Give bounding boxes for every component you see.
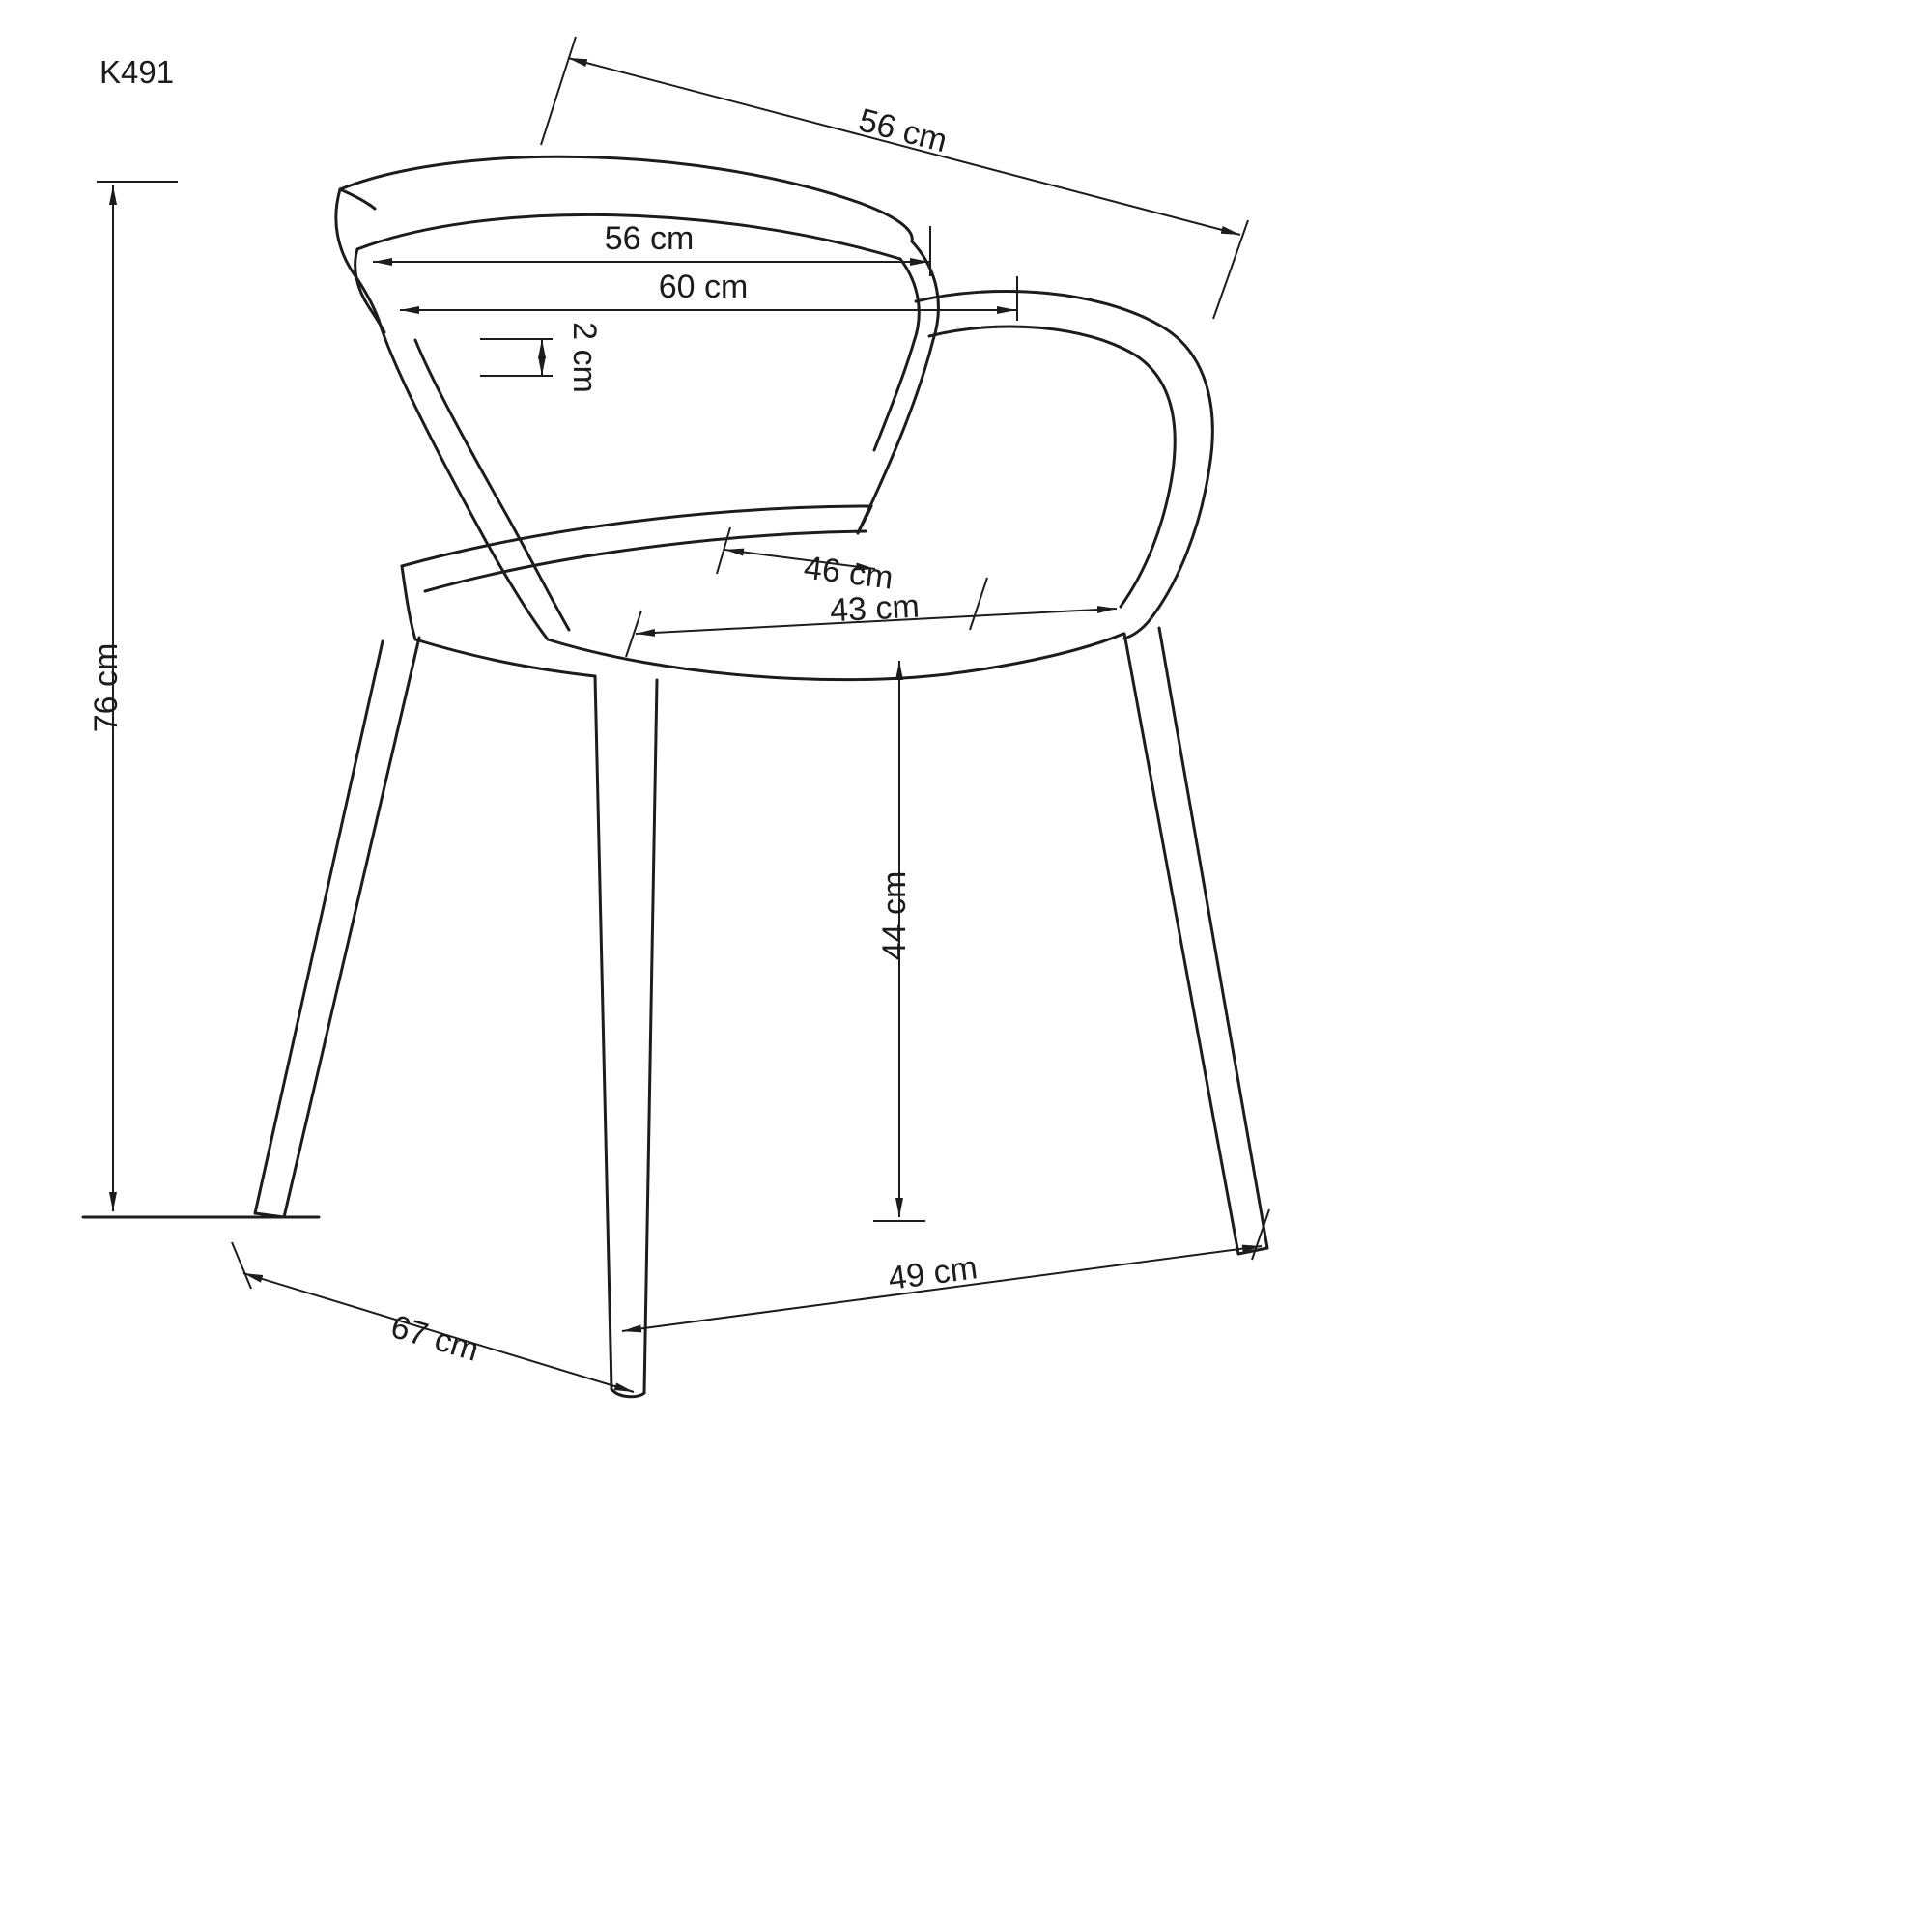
chair-front-leg-left (593, 674, 613, 1391)
dim-extension-right (1212, 219, 1249, 320)
dim-seat-height: 44 cm (873, 661, 925, 1222)
dim-label-overall-width: 60 cm (659, 269, 749, 305)
dim-extension-right (969, 577, 988, 631)
dim-line (621, 1244, 1263, 1333)
dim-overall-height: 76 cm (88, 181, 178, 1211)
chair-backrest-right-edge (856, 240, 940, 535)
chair-seat-underside (413, 638, 597, 678)
dim-extension-left (231, 1241, 252, 1290)
chair-left-armrest-outer (377, 318, 550, 641)
chair-right-leg-inner (1157, 626, 1269, 1250)
dim-label-seat-width: 43 cm (829, 588, 920, 630)
dim-base-depth: 67 cm (231, 1241, 635, 1393)
chair-seat-front-edge (546, 632, 1125, 682)
dim-backrest-width: 56 cm (373, 220, 931, 276)
chair-left-leg-outer (253, 639, 384, 1215)
dim-base-width: 49 cm (621, 1208, 1270, 1333)
chair-seat-left-edge (400, 564, 417, 641)
dim-label-overall-height: 76 cm (88, 643, 125, 733)
chair-backrest-left-edge (334, 187, 381, 322)
dim-extension-left (716, 526, 731, 575)
dim-line (635, 606, 1118, 637)
dim-label-base-width: 49 cm (886, 1249, 980, 1297)
chair-backrest-tip-fold (338, 187, 377, 211)
dimension-annotations: 56 cm 56 cm 60 cm 2 cm 76 cm (88, 36, 1270, 1393)
chair-outline (81, 155, 1269, 1399)
chair-right-armrest-inner (927, 325, 1177, 609)
chair-right-armrest-outer (914, 289, 1214, 640)
chair-right-leg-outer (1122, 632, 1240, 1256)
chair-backrest-seat-junction (856, 504, 873, 535)
dim-label-backrest-width: 56 cm (605, 220, 695, 257)
dim-back-diagonal-width: 56 cm (540, 36, 1249, 320)
dim-label-back-diagonal-width: 56 cm (855, 101, 951, 159)
chair-left-armrest-inner (413, 338, 571, 632)
dim-label-backrest-thickness: 2 cm (566, 322, 603, 393)
dim-line (724, 548, 876, 571)
chair-seat-back-rim-upper (400, 504, 873, 568)
chair-left-leg-inner (282, 636, 421, 1219)
chair-seat-back-rim-lower (423, 529, 867, 593)
dim-overall-width: 60 cm (400, 269, 1018, 321)
dim-label-base-depth: 67 cm (386, 1308, 483, 1369)
dim-extension-right (1251, 1208, 1270, 1261)
dim-extension-left (540, 36, 577, 146)
dim-line (567, 57, 1241, 236)
product-code-label: K491 (99, 54, 174, 90)
dim-label-seat-height: 44 cm (876, 871, 913, 961)
chair-backrest-inner-right (872, 257, 921, 452)
dim-seat-width: 43 cm (625, 588, 1118, 658)
chair-front-leg-right (642, 678, 659, 1395)
dim-backrest-thickness: 2 cm (480, 322, 603, 393)
dim-line (242, 1272, 635, 1393)
